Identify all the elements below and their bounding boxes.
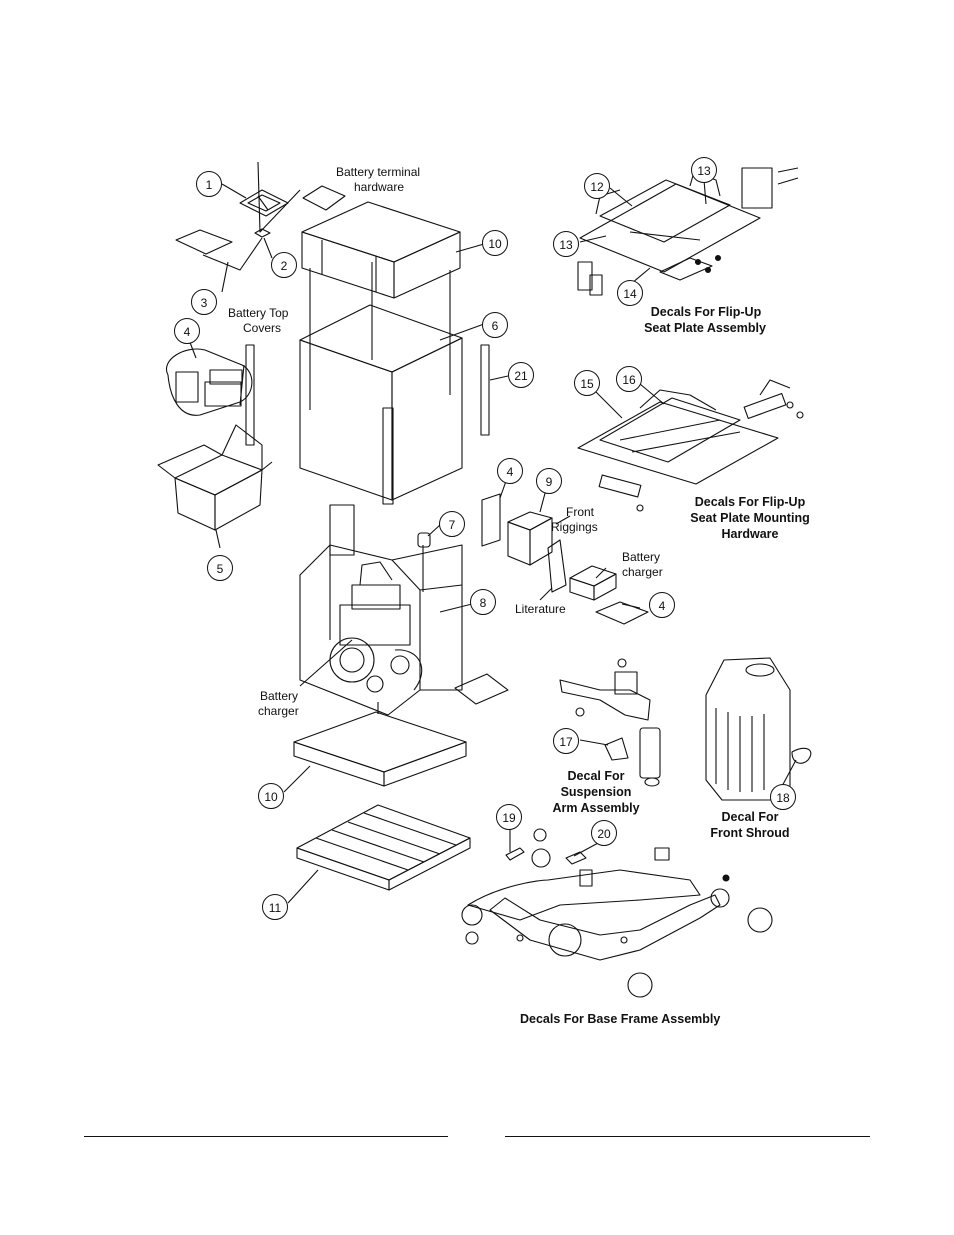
label-base-frame: Decals For Base Frame Assembly xyxy=(520,1012,721,1026)
flipup-seat-plate-assembly xyxy=(577,167,799,296)
label-flipup-seat-2: Seat Plate Assembly xyxy=(644,321,766,335)
part-2-small-item xyxy=(254,228,271,238)
callout-21: 21 xyxy=(508,362,534,388)
front-shroud xyxy=(705,657,812,801)
callout-4-covers: 4 xyxy=(174,318,200,344)
part-11-pallet xyxy=(296,804,471,891)
suspension-arm-assembly xyxy=(559,658,661,787)
callout-10-bottom: 10 xyxy=(258,783,284,809)
label-flipup-mount-1: Decals For Flip-Up xyxy=(694,495,806,509)
label-battery-charger-left-2: charger xyxy=(258,704,299,718)
callout-7: 7 xyxy=(439,511,465,537)
label-riggings: Riggings xyxy=(551,520,598,534)
label-suspension-2: Suspension xyxy=(560,785,632,799)
part-4-sheet xyxy=(595,601,649,625)
label-flipup-seat-1: Decals For Flip-Up xyxy=(650,305,762,319)
label-shroud-1: Decal For xyxy=(721,810,779,824)
callout-11: 11 xyxy=(262,894,288,920)
callout-17: 17 xyxy=(553,728,579,754)
label-shroud-2: Front Shroud xyxy=(710,826,790,840)
flipup-mounting-hardware xyxy=(577,379,804,512)
callout-20: 20 xyxy=(591,820,617,846)
part-8-packaged-chair xyxy=(299,504,463,716)
footer-rule-right xyxy=(505,1136,870,1137)
label-flipup-mount-3: Hardware xyxy=(721,527,779,541)
callout-19: 19 xyxy=(496,804,522,830)
label-battery-top: Battery Top xyxy=(228,306,289,320)
label-literature: Literature xyxy=(515,602,566,616)
callout-13-upper: 13 xyxy=(691,157,717,183)
part-1-terminal-sheet xyxy=(239,189,289,217)
callout-16: 16 xyxy=(616,366,642,392)
label-battery-charger-right-1: Battery xyxy=(622,550,661,564)
callout-18: 18 xyxy=(770,784,796,810)
label-flipup-mount-2: Seat Plate Mounting xyxy=(690,511,810,525)
label-suspension-3: Arm Assembly xyxy=(552,801,640,815)
callout-12: 12 xyxy=(584,173,610,199)
label-battery-charger-right-2: charger xyxy=(622,565,663,579)
label-battery-terminal: Battery terminal xyxy=(336,165,421,179)
top-cap xyxy=(301,201,461,299)
hardware-bag xyxy=(302,185,346,211)
part-4-battery-covers xyxy=(165,348,253,416)
literature-booklet xyxy=(547,539,567,593)
callout-4-lower-sheet: 4 xyxy=(649,592,675,618)
callout-10-top: 10 xyxy=(482,230,508,256)
callout-1: 1 xyxy=(196,171,222,197)
footer-rule-left xyxy=(84,1136,448,1137)
base-frame-assembly xyxy=(461,828,773,998)
part-9-front-riggings-box xyxy=(507,511,553,566)
callout-8: 8 xyxy=(470,589,496,615)
label-battery-charger-left-1: Battery xyxy=(260,689,299,703)
label-front: Front xyxy=(566,505,595,519)
callout-5: 5 xyxy=(207,555,233,581)
callout-13-lower: 13 xyxy=(553,231,579,257)
loose-panel xyxy=(481,493,501,547)
bottom-tray xyxy=(293,711,467,787)
callout-6: 6 xyxy=(482,312,508,338)
callout-14: 14 xyxy=(617,280,643,306)
callout-3: 3 xyxy=(191,289,217,315)
main-carton xyxy=(299,304,463,505)
label-suspension-1: Decal For xyxy=(567,769,625,783)
callout-4-sheet: 4 xyxy=(497,458,523,484)
label-covers: Covers xyxy=(243,321,282,335)
part-5-open-carton xyxy=(157,424,273,531)
callout-15: 15 xyxy=(574,370,600,396)
callout-2: 2 xyxy=(271,252,297,278)
callout-9: 9 xyxy=(536,468,562,494)
label-hardware: hardware xyxy=(354,180,405,194)
part-3-bag xyxy=(175,229,233,255)
battery-charger-box xyxy=(569,565,617,601)
